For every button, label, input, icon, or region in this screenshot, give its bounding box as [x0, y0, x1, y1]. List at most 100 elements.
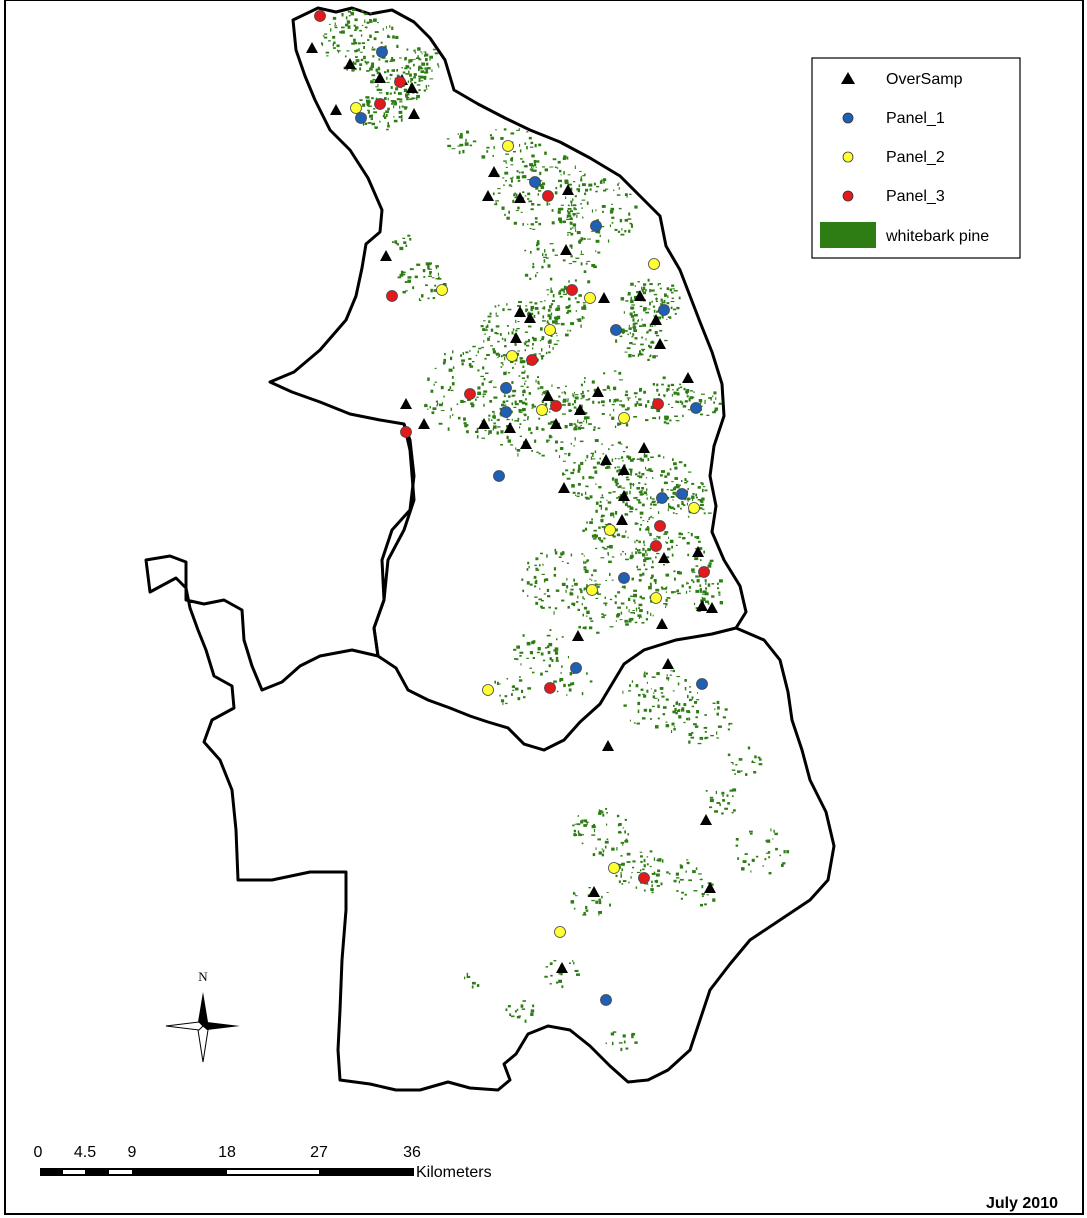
whitebark-pine-patch — [646, 863, 649, 866]
whitebark-pine-patch — [468, 357, 472, 360]
whitebark-pine-patch — [666, 318, 668, 321]
whitebark-pine-patch — [641, 348, 645, 351]
whitebark-pine-patch — [583, 568, 587, 571]
whitebark-pine-patch — [399, 57, 402, 59]
whitebark-pine-patch — [636, 291, 641, 294]
whitebark-pine-patch — [701, 508, 705, 510]
panel-3-point — [650, 540, 662, 552]
whitebark-pine-patch — [598, 900, 602, 905]
whitebark-pine-patch — [578, 294, 582, 297]
whitebark-pine-patch — [686, 497, 691, 501]
whitebark-pine-patch — [567, 684, 571, 687]
whitebark-pine-patch — [532, 405, 537, 408]
whitebark-pine-patch — [637, 549, 641, 552]
whitebark-pine-patch — [369, 67, 373, 71]
whitebark-pine-patch — [383, 97, 387, 100]
whitebark-pine-patch — [582, 183, 586, 187]
whitebark-pine-patch — [745, 773, 748, 776]
whitebark-pine-patch — [687, 471, 692, 473]
whitebark-pine-patch — [580, 203, 582, 205]
whitebark-pine-patch — [648, 344, 650, 348]
whitebark-pine-patch — [407, 91, 409, 95]
whitebark-pine-patch — [672, 389, 674, 391]
whitebark-pine-patch — [781, 863, 784, 867]
whitebark-pine-patch — [732, 809, 736, 812]
whitebark-pine-patch — [649, 865, 652, 868]
whitebark-pine-patch — [643, 454, 648, 458]
scale-tick-9: 9 — [128, 1144, 137, 1161]
whitebark-pine-patch — [688, 733, 693, 736]
whitebark-pine-patch — [477, 369, 480, 372]
whitebark-pine-patch — [618, 830, 621, 834]
whitebark-pine-patch — [560, 207, 564, 211]
whitebark-pine-patch — [632, 354, 635, 357]
whitebark-pine-patch — [447, 389, 451, 391]
whitebark-pine-patch — [485, 372, 489, 374]
whitebark-pine-patch — [625, 1047, 629, 1050]
whitebark-pine-patch — [719, 579, 723, 583]
whitebark-pine-patch — [526, 581, 530, 585]
whitebark-pine-patch — [684, 478, 687, 481]
whitebark-pine-patch — [665, 724, 670, 728]
whitebark-pine-patch — [628, 327, 632, 330]
whitebark-pine-patch — [606, 467, 611, 469]
whitebark-pine-patch — [608, 448, 610, 451]
whitebark-pine-patch — [484, 357, 487, 360]
whitebark-pine-patch — [570, 442, 572, 445]
whitebark-pine-patch — [665, 606, 667, 609]
whitebark-pine-patch — [424, 404, 428, 408]
whitebark-pine-patch — [550, 303, 554, 305]
whitebark-pine-patch — [639, 305, 643, 308]
whitebark-pine-patch — [398, 110, 403, 114]
whitebark-pine-patch — [629, 490, 631, 495]
whitebark-pine-patch — [622, 551, 625, 553]
whitebark-pine-patch — [518, 1015, 521, 1017]
whitebark-pine-patch — [520, 357, 522, 361]
whitebark-pine-patch — [631, 1033, 634, 1036]
whitebark-pine-patch — [626, 478, 630, 481]
whitebark-pine-patch — [569, 221, 573, 225]
whitebark-pine-patch — [518, 408, 521, 413]
whitebark-pine-patch — [544, 249, 546, 253]
whitebark-pine-patch — [548, 434, 552, 439]
whitebark-pine-patch — [524, 142, 527, 145]
whitebark-pine-patch — [680, 386, 683, 389]
whitebark-pine-patch — [399, 101, 403, 103]
whitebark-pine-patch — [506, 419, 510, 421]
panel-1-point — [376, 46, 388, 58]
whitebark-pine-patch — [687, 694, 689, 699]
whitebark-pine-patch — [418, 80, 421, 82]
whitebark-pine-patch — [522, 365, 525, 368]
whitebark-pine-patch — [410, 60, 414, 62]
whitebark-pine-patch — [651, 325, 654, 327]
whitebark-pine-patch — [516, 1008, 519, 1011]
whitebark-pine-patch — [543, 259, 546, 263]
whitebark-pine-patch — [622, 459, 624, 462]
whitebark-pine-patch — [368, 111, 370, 114]
whitebark-pine-patch — [492, 192, 495, 196]
whitebark-pine-patch — [651, 498, 655, 500]
whitebark-pine-patch — [328, 40, 331, 42]
whitebark-pine-patch — [619, 619, 623, 621]
whitebark-pine-patch — [613, 514, 615, 518]
whitebark-pine-patch — [630, 306, 635, 310]
whitebark-pine-patch — [377, 83, 379, 87]
whitebark-pine-patch — [595, 483, 597, 485]
whitebark-pine-patch — [672, 512, 675, 514]
scale-tick-36: 36 — [403, 1144, 421, 1161]
whitebark-pine-patch — [560, 552, 564, 556]
whitebark-pine-patch — [586, 201, 589, 205]
whitebark-pine-patch — [632, 458, 635, 460]
whitebark-pine-patch — [646, 497, 648, 500]
oversamp-point — [616, 514, 628, 525]
whitebark-pine-patch — [630, 595, 634, 597]
whitebark-pine-patch — [707, 583, 711, 587]
whitebark-pine-patch — [649, 356, 651, 358]
whitebark-pine-patch — [497, 426, 501, 428]
whitebark-pine-patch — [489, 312, 492, 315]
whitebark-pine-patch — [690, 532, 693, 537]
whitebark-pine-patch — [583, 566, 587, 569]
whitebark-pine-patch — [512, 366, 514, 369]
whitebark-pine-patch — [393, 119, 398, 123]
whitebark-pine-patch — [499, 694, 501, 697]
